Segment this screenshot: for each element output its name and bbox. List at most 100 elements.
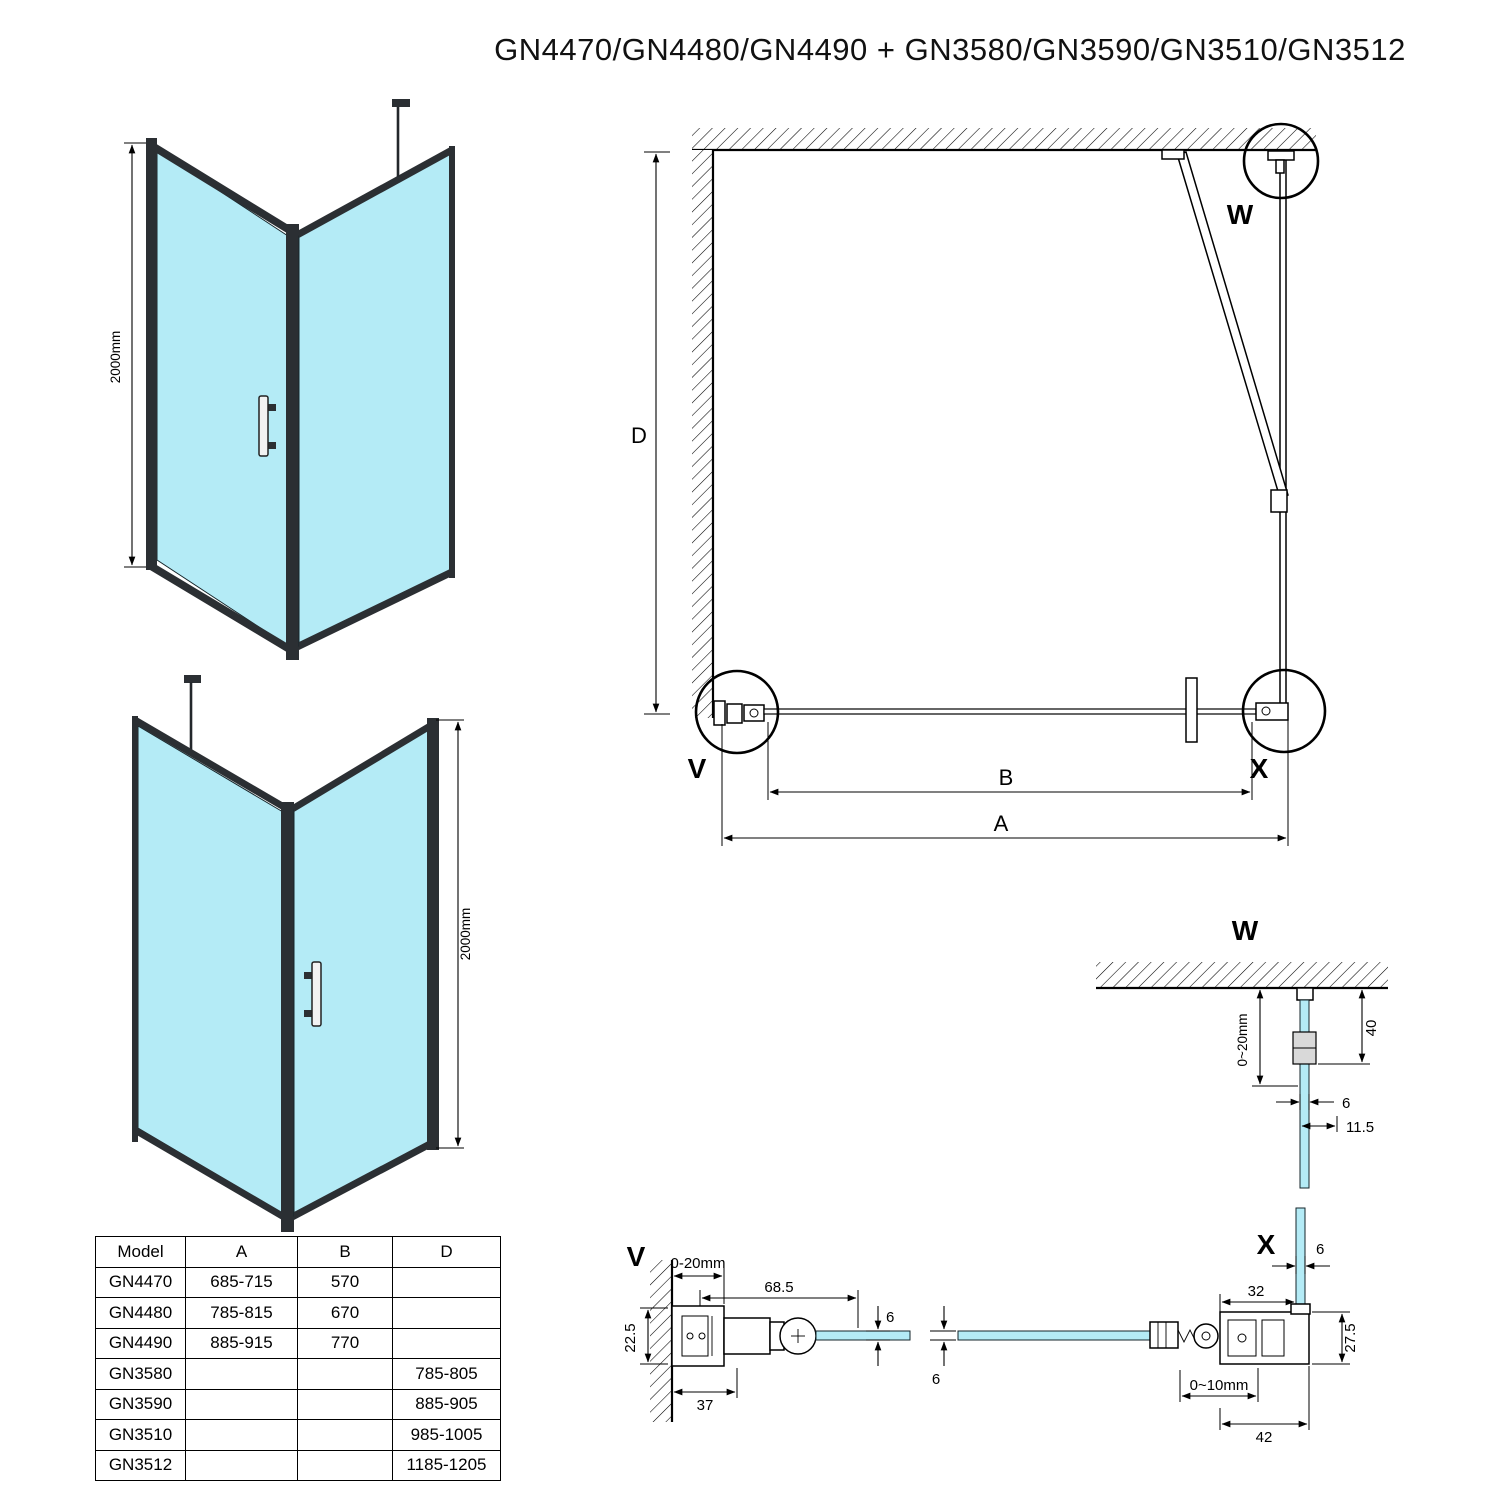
door-glass-section [957, 1330, 1151, 1341]
brace-panel-connector [1270, 489, 1288, 513]
dim-label-b: B [999, 765, 1014, 790]
model-cell: GN4480 [95, 1297, 186, 1329]
handle-stub [304, 972, 312, 979]
b-cell: 670 [297, 1297, 393, 1329]
dim-label-32: 32 [1248, 1283, 1265, 1300]
side-frame-bottom [299, 568, 452, 650]
corner-bracket-plan [1255, 702, 1289, 721]
model-cell: GN3510 [95, 1419, 186, 1451]
hinge-plan [743, 704, 765, 722]
dim-label-6-left: 6 [932, 1371, 940, 1388]
handle-stub [304, 1010, 312, 1017]
detail-w-label: W [1232, 915, 1259, 946]
table-header-row: Model A B D [95, 1236, 501, 1268]
side-frame-left [132, 716, 138, 1142]
glass-cap [1290, 1303, 1311, 1315]
door-frame-bottom [294, 1140, 430, 1220]
model-cell: GN4470 [95, 1266, 186, 1298]
side-panel-plan [1279, 151, 1287, 709]
detail-circle-w [1242, 122, 1320, 200]
table-row: GN4490 885-915 770 [95, 1327, 501, 1359]
wall-hatch-top [692, 128, 1316, 150]
d-cell [392, 1327, 501, 1359]
dim-label-40: 40 [1363, 1020, 1380, 1037]
door-frame-right [427, 718, 439, 1150]
b-cell [297, 1358, 393, 1390]
detail-view-v: V 0-20mm 68.5 22.5 37 6 [622, 1241, 911, 1422]
a-cell: 885-915 [185, 1327, 298, 1359]
iso-view-back: 2000mm [132, 675, 473, 1232]
b-cell [297, 1449, 393, 1481]
wall-profile-inner [726, 703, 743, 724]
hinge-pivot [1193, 1323, 1219, 1349]
door-glass-plan [763, 708, 1257, 715]
detail-circle-x [1241, 668, 1327, 754]
side-frame-right [449, 146, 455, 578]
b-cell [297, 1388, 393, 1420]
model-cell: GN3512 [95, 1449, 186, 1481]
side-frame-bottom [135, 1126, 289, 1224]
size-table: Model A B D GN4470 685-715 570 GN4480 78… [95, 1236, 501, 1481]
a-cell [185, 1388, 298, 1420]
table-row: GN3510 985-1005 [95, 1419, 501, 1451]
profile-inner [1227, 1319, 1257, 1357]
a-cell: 785-815 [185, 1297, 298, 1329]
col-header-model: Model [95, 1236, 186, 1268]
handle-stub [268, 442, 276, 449]
col-header-a: A [185, 1236, 298, 1268]
dim-label-685: 68.5 [764, 1279, 793, 1296]
side-glass-section [1295, 1207, 1306, 1311]
detail-x-label: X [1257, 1229, 1276, 1260]
dim-label-gap: 0-20mm [670, 1255, 725, 1272]
dim-label-37: 37 [697, 1397, 714, 1414]
plan-view: V X W D B A [631, 122, 1327, 846]
d-cell: 1185-1205 [392, 1449, 501, 1481]
dim-label-6: 6 [886, 1309, 894, 1326]
profile-inner [1261, 1319, 1285, 1357]
glass-section [1299, 999, 1310, 1189]
panel-ceiling-clamp [1275, 159, 1285, 174]
profile-inner [681, 1315, 709, 1357]
dim-label-42: 42 [1256, 1429, 1273, 1446]
glass-panel-side [298, 151, 453, 647]
a-cell: 685-715 [185, 1266, 298, 1298]
a-cell [185, 1419, 298, 1451]
model-cell: GN4490 [95, 1327, 186, 1359]
handle-stub [268, 404, 276, 411]
side-frame-top [135, 716, 289, 814]
corner-post [286, 224, 299, 660]
dim-label-225: 22.5 [622, 1323, 639, 1352]
ceiling-mount [1296, 987, 1314, 1001]
detail-label-v: V [688, 753, 707, 784]
door-frame-bottom [150, 561, 295, 657]
wall-profile-section [671, 1305, 725, 1367]
corner-post [281, 802, 294, 1232]
dim-label-6-top: 6 [1316, 1241, 1324, 1258]
profile-screw [698, 1332, 706, 1340]
d-cell: 785-805 [392, 1358, 501, 1390]
hinge-pivot [749, 708, 759, 718]
b-cell: 570 [297, 1266, 393, 1298]
door-handle [258, 395, 269, 457]
d-cell [392, 1297, 501, 1329]
height-dim-label: 2000mm [458, 908, 473, 961]
side-frame-top [299, 146, 452, 238]
model-cell: GN3590 [95, 1388, 186, 1420]
d-cell: 885-905 [392, 1388, 501, 1420]
a-cell [185, 1449, 298, 1481]
b-cell: 770 [297, 1327, 393, 1359]
model-cell: GN3580 [95, 1358, 186, 1390]
glass-clamp [1149, 1321, 1179, 1349]
dim-label-275: 27.5 [1342, 1323, 1359, 1352]
door-frame-left [146, 138, 157, 570]
brace-ceiling-bracket [1161, 149, 1185, 160]
seal-strip-plan [1185, 677, 1198, 743]
dim-label-6: 6 [1342, 1095, 1350, 1112]
detail-v-label: V [627, 1241, 646, 1272]
hinge-pivot-center [1201, 1331, 1211, 1341]
detail-circle-v [694, 669, 780, 755]
detail-label-x: X [1250, 753, 1269, 784]
hinge-spring [1177, 1328, 1197, 1344]
profile-screw [686, 1332, 694, 1340]
